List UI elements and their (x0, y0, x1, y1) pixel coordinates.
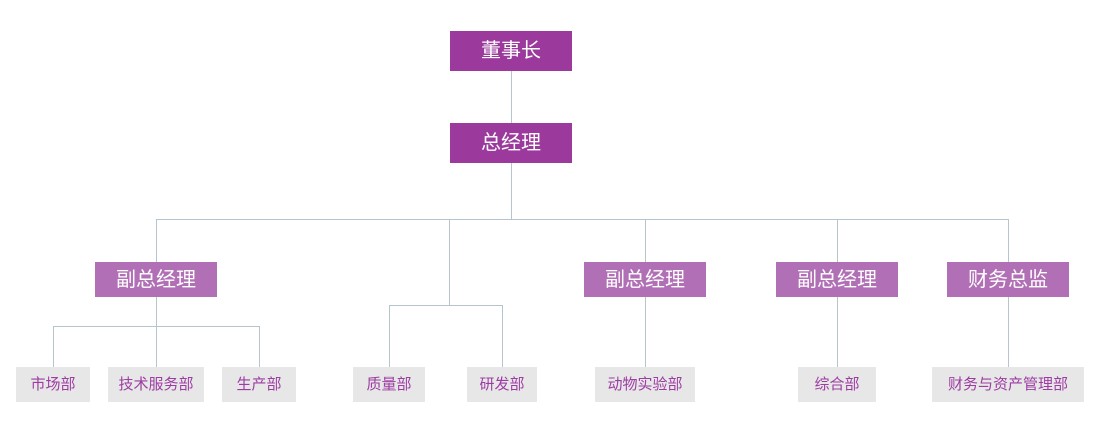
org-node-general-manager: 总经理 (450, 123, 572, 163)
connector-line (1008, 219, 1009, 262)
connector-line (645, 219, 646, 262)
connector-line (53, 326, 54, 367)
org-node-deputy-gm-2: 副总经理 (584, 262, 706, 297)
org-node-animal-lab-dept: 动物实验部 (595, 367, 695, 402)
org-node-deputy-gm-1: 副总经理 (95, 262, 217, 297)
connector-line (1008, 297, 1009, 367)
connector-line (156, 219, 1009, 220)
org-node-tech-service-dept: 技术服务部 (108, 367, 204, 402)
connector-line (502, 305, 503, 367)
connector-line (837, 219, 838, 262)
org-node-marketing-dept: 市场部 (16, 367, 90, 402)
connector-line (645, 297, 646, 367)
connector-line (156, 219, 157, 262)
org-node-quality-dept: 质量部 (353, 367, 425, 402)
connector-line (837, 297, 838, 367)
org-node-deputy-gm-3: 副总经理 (776, 262, 898, 297)
connector-line (259, 326, 260, 367)
connector-line (156, 297, 157, 326)
connector-line (156, 326, 157, 367)
connector-line (389, 305, 503, 306)
org-node-chairman: 董事长 (450, 31, 572, 71)
connector-line (511, 71, 512, 123)
org-node-finance-asset-dept: 财务与资产管理部 (932, 367, 1084, 402)
org-node-general-affairs-dept: 综合部 (798, 367, 876, 402)
connector-line (511, 163, 512, 219)
connector-line (389, 305, 390, 367)
org-node-production-dept: 生产部 (222, 367, 296, 402)
org-node-finance-director: 财务总监 (947, 262, 1069, 297)
connector-line (449, 219, 450, 305)
org-node-rnd-dept: 研发部 (467, 367, 537, 402)
